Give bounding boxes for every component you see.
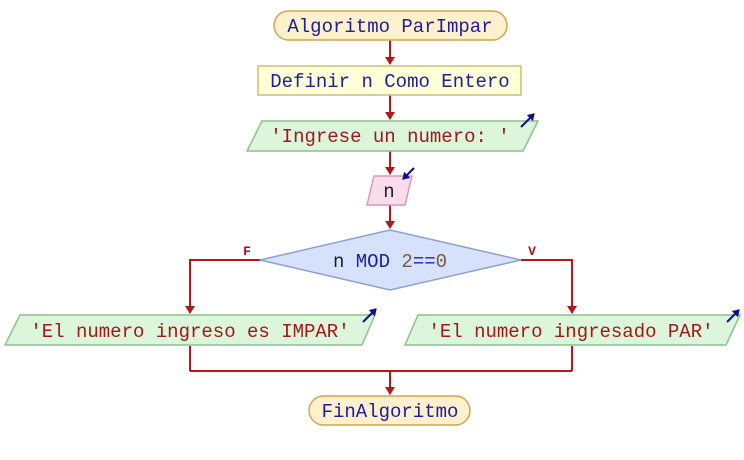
false-branch-label: F xyxy=(243,244,251,259)
output-arrow-icon xyxy=(520,113,535,128)
output-false-label: 'El numero ingreso es IMPAR' xyxy=(30,321,349,343)
output-true-arrow-icon xyxy=(726,309,740,323)
connectors xyxy=(185,40,577,395)
define-process-shape xyxy=(257,65,522,96)
decision: n MOD 2==0 F V xyxy=(243,229,536,291)
decision-shape xyxy=(259,229,522,291)
condition-eq: == xyxy=(413,251,436,273)
input-read-shape xyxy=(366,175,413,206)
start-terminal-shape xyxy=(273,10,508,41)
end-terminal-shape xyxy=(308,395,471,426)
output-true-shape xyxy=(403,314,742,346)
condition-right-num: 0 xyxy=(436,251,447,273)
start-label: Algoritmo ParImpar xyxy=(287,16,492,38)
output-false: 'El numero ingreso es IMPAR' xyxy=(3,308,377,346)
true-branch-label: V xyxy=(528,244,536,259)
input-arrow-icon xyxy=(402,167,415,180)
decision-condition: n MOD 2==0 xyxy=(333,251,447,273)
define-process: Definir n Como Entero xyxy=(257,65,522,96)
output-true-label: 'El numero ingresado PAR' xyxy=(428,321,713,343)
output-prompt-label: 'Ingrese un numero: ' xyxy=(270,126,509,148)
output-true: 'El numero ingresado PAR' xyxy=(403,309,742,346)
output-false-shape xyxy=(3,314,377,346)
end-label: FinAlgoritmo xyxy=(322,401,459,423)
define-label: Definir n Como Entero xyxy=(270,71,509,93)
input-read: n xyxy=(366,167,415,206)
output-false-arrow-icon xyxy=(362,308,377,323)
condition-op: MOD xyxy=(356,251,390,273)
condition-left-num: 2 xyxy=(401,251,412,273)
end-terminal: FinAlgoritmo xyxy=(308,395,471,426)
output-prompt-shape xyxy=(245,120,540,152)
connector-true-branch xyxy=(521,259,577,314)
condition-var: n xyxy=(333,251,344,273)
output-prompt: 'Ingrese un numero: ' xyxy=(245,113,540,152)
start-terminal: Algoritmo ParImpar xyxy=(273,10,508,41)
connector-false-branch xyxy=(185,259,260,314)
input-var-label: n xyxy=(383,181,394,203)
